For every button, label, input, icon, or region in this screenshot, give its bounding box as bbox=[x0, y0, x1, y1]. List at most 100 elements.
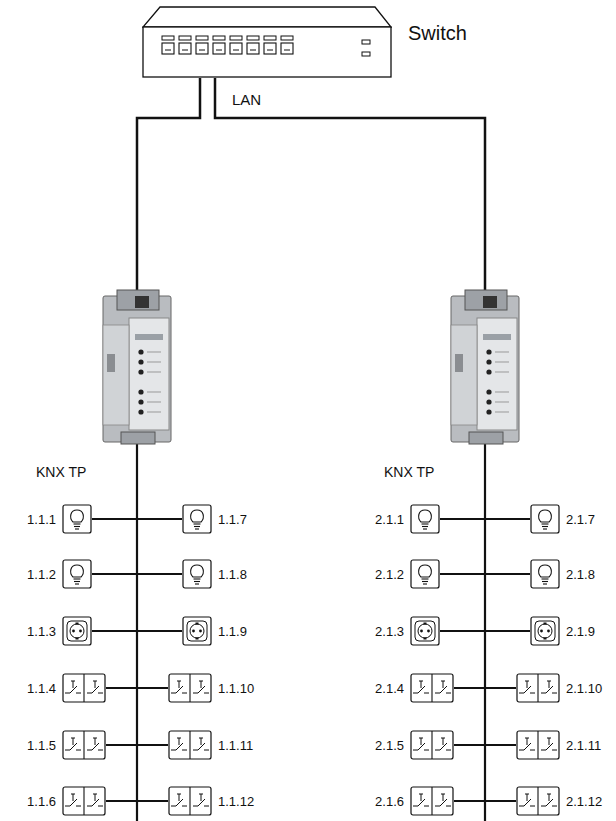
device-icon bbox=[189, 787, 190, 815]
ip-router bbox=[135, 334, 163, 340]
bus-stubs bbox=[137, 687, 168, 689]
group-address: 2.1.10 bbox=[566, 682, 602, 695]
device-icon bbox=[531, 617, 559, 645]
device-icon bbox=[421, 794, 422, 801]
device-icon bbox=[194, 526, 200, 527]
push-button-device: 2.1.6 bbox=[410, 786, 454, 816]
bus-stubs bbox=[485, 744, 516, 746]
device-icon bbox=[179, 738, 180, 745]
ip-router bbox=[147, 412, 161, 413]
device-icon bbox=[143, 7, 391, 27]
ip-router bbox=[121, 432, 155, 444]
ip-router bbox=[465, 290, 507, 310]
device-icon bbox=[62, 673, 106, 703]
device-icon bbox=[193, 799, 205, 806]
bus-stubs bbox=[137, 630, 182, 632]
device-icon bbox=[196, 638, 199, 640]
device-icon bbox=[516, 673, 560, 703]
lan-cable bbox=[137, 78, 200, 300]
push-button-device: 1.1.6 bbox=[62, 786, 106, 816]
device-icon bbox=[525, 738, 529, 739]
device-icon bbox=[63, 674, 105, 702]
device-icon bbox=[525, 681, 529, 682]
ip-router bbox=[107, 354, 115, 372]
ip-router bbox=[486, 389, 491, 394]
device-icon bbox=[83, 674, 84, 702]
device-icon bbox=[410, 673, 454, 703]
device-icon bbox=[87, 743, 99, 750]
device-icon bbox=[531, 505, 559, 533]
bus-stubs bbox=[137, 518, 182, 520]
device-icon bbox=[190, 624, 204, 638]
ip-router bbox=[477, 318, 517, 430]
ip-router bbox=[495, 402, 509, 403]
lamp-device: 1.1.8 bbox=[182, 559, 212, 589]
device-icon bbox=[183, 560, 211, 588]
ip-router bbox=[483, 334, 511, 340]
device-icon bbox=[542, 581, 548, 582]
device-icon bbox=[95, 794, 96, 801]
ip-router bbox=[486, 409, 491, 414]
device-icon bbox=[413, 686, 425, 693]
device-icon bbox=[79, 630, 82, 633]
push-button-device: 2.1.4 bbox=[410, 673, 454, 703]
ip-router bbox=[486, 359, 491, 364]
device-icon bbox=[410, 559, 440, 589]
device-icon bbox=[179, 43, 191, 54]
device-icon bbox=[530, 504, 560, 534]
ip-router bbox=[486, 399, 491, 404]
device-icon bbox=[199, 50, 205, 51]
device-icon bbox=[421, 738, 422, 745]
device-icon bbox=[435, 799, 447, 806]
device-icon bbox=[182, 806, 187, 807]
device-icon bbox=[183, 617, 211, 645]
device-icon bbox=[530, 806, 535, 807]
device-icon bbox=[411, 560, 439, 588]
device-icon bbox=[63, 617, 91, 645]
device-icon bbox=[171, 686, 183, 693]
device-icon bbox=[83, 787, 84, 815]
device-icon bbox=[204, 806, 209, 807]
device-icon bbox=[419, 681, 423, 682]
device-icon bbox=[71, 738, 75, 739]
ip-router bbox=[147, 362, 161, 363]
device-icon bbox=[162, 43, 174, 54]
device-icon bbox=[98, 806, 103, 807]
device-icon bbox=[87, 686, 99, 693]
push-button-device: 1.1.11 bbox=[168, 730, 212, 760]
device-icon bbox=[187, 621, 207, 641]
device-icon bbox=[424, 638, 427, 640]
group-address: 1.1.10 bbox=[218, 682, 254, 695]
bus-stubs bbox=[92, 519, 530, 801]
lan-cable bbox=[137, 78, 485, 300]
device-icon bbox=[264, 36, 276, 40]
device-icon bbox=[362, 52, 370, 56]
ip-router bbox=[495, 372, 509, 373]
push-button-device: 2.1.11 bbox=[516, 730, 560, 760]
device-icon bbox=[530, 750, 535, 751]
device-icon bbox=[168, 673, 212, 703]
group-address: 1.1.7 bbox=[218, 513, 247, 526]
ip-router bbox=[451, 296, 519, 442]
device-icon bbox=[431, 674, 432, 702]
device-icon bbox=[201, 794, 202, 801]
group-address: 1.1.3 bbox=[27, 625, 56, 638]
device-icon bbox=[530, 559, 560, 589]
group-address: 1.1.8 bbox=[218, 568, 247, 581]
group-address: 2.1.8 bbox=[566, 568, 595, 581]
device-icon bbox=[171, 743, 183, 750]
ip-router bbox=[147, 372, 161, 373]
push-button-device: 1.1.12 bbox=[168, 786, 212, 816]
device-icon bbox=[201, 738, 202, 745]
device-icon bbox=[543, 583, 547, 584]
ip-router bbox=[469, 432, 503, 444]
device-icon bbox=[168, 730, 212, 760]
lamp-device: 1.1.2 bbox=[62, 559, 92, 589]
device-icon bbox=[281, 43, 293, 54]
device-icon bbox=[65, 743, 77, 750]
device-icon bbox=[87, 799, 99, 806]
device-icon bbox=[441, 794, 445, 795]
ip-router bbox=[103, 325, 129, 425]
group-address: 1.1.2 bbox=[27, 568, 56, 581]
device-icon bbox=[537, 674, 538, 702]
